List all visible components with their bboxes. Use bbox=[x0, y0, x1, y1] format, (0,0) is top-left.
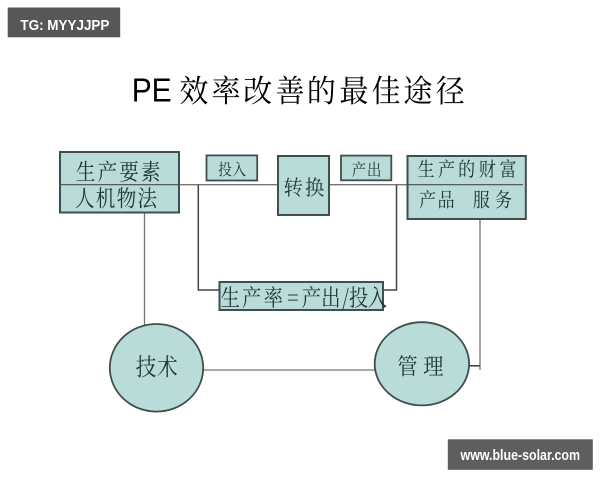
svg-text:www.blue-solar.com: www.blue-solar.com bbox=[460, 447, 580, 464]
svg-text:PE: PE bbox=[132, 73, 172, 110]
svg-text:TG: MYYJJPP: TG: MYYJJPP bbox=[20, 18, 109, 34]
